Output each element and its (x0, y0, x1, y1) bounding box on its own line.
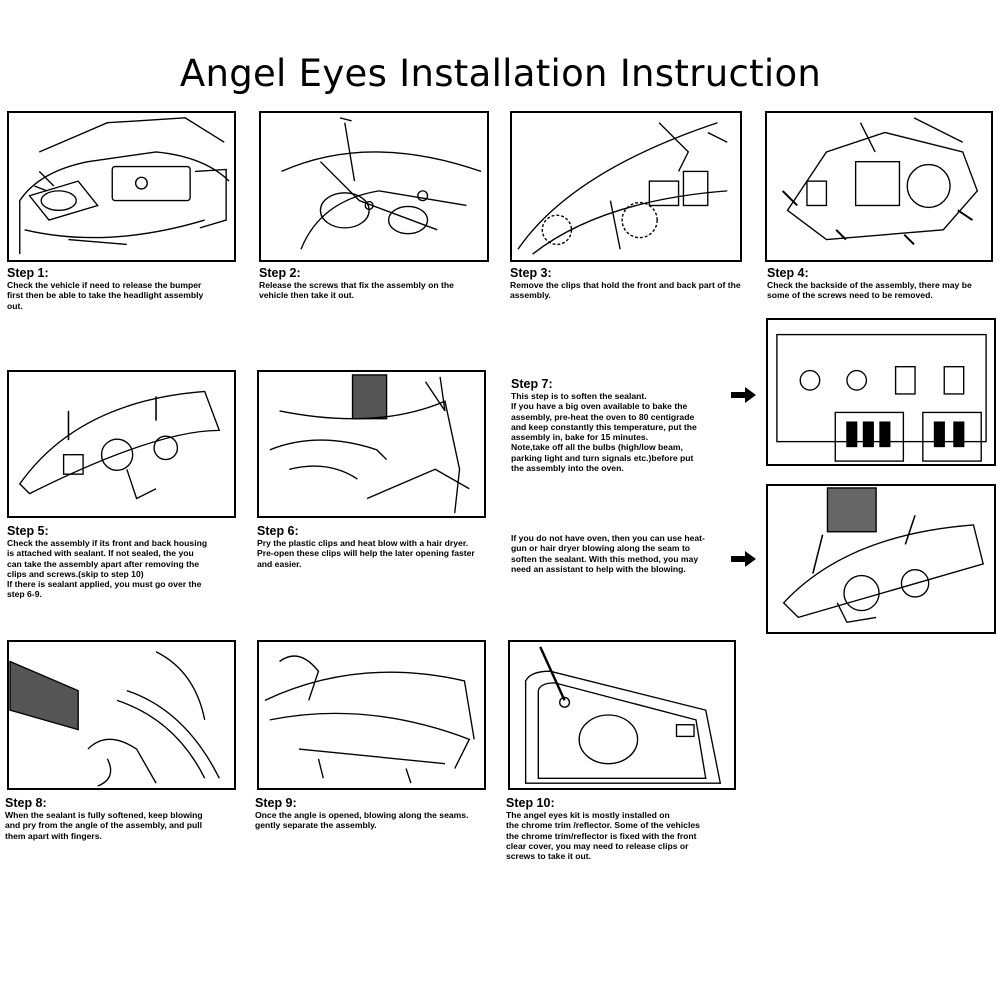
step-label: Step 7: (511, 377, 553, 391)
step-text: Release the screws that fix the assembly… (259, 280, 454, 301)
step-label: Step 5: (7, 524, 49, 538)
step-text: The angel eyes kit is mostly installed o… (506, 810, 700, 862)
step-label: Step 4: (767, 266, 809, 280)
step-label: Step 10: (506, 796, 555, 810)
step-text: When the sealant is fully softened, keep… (5, 810, 203, 841)
step-text: If you do not have oven, then you can us… (511, 533, 705, 574)
step-9: Step 9: Once the angle is opened, blowin… (255, 796, 500, 831)
step-text: Remove the clips that hold the front and… (510, 280, 741, 301)
step-8: Step 8: When the sealant is fully soften… (5, 796, 245, 841)
step7-illustration-heat-gun (766, 484, 996, 634)
step-2: Step 2: Release the screws that fix the … (259, 266, 504, 301)
step-10: Step 10: The angel eyes kit is mostly in… (506, 796, 736, 861)
step-text: Check the backside of the assembly, ther… (767, 280, 972, 301)
step1-illustration-car-front (7, 111, 236, 262)
step-label: Step 6: (257, 524, 299, 538)
step-1: Step 1: Check the vehicle if need to rel… (7, 266, 247, 311)
step-label: Step 8: (5, 796, 47, 810)
step-text: Check the vehicle if need to release the… (7, 280, 204, 311)
step-label: Step 9: (255, 796, 297, 810)
step-4: Step 4: Check the backside of the assemb… (767, 266, 997, 301)
step3-illustration-clips (510, 111, 742, 262)
step5-illustration-housing (7, 370, 236, 518)
arrow-right-icon (731, 385, 757, 410)
step10-illustration-chrome-trim (508, 640, 736, 790)
step-text: Pry the plastic clips and heat blow with… (257, 538, 475, 569)
step-label: Step 2: (259, 266, 301, 280)
step-text: This step is to soften the sealant. If y… (511, 391, 697, 474)
step-5: Step 5: Check the assembly if its front … (7, 524, 247, 600)
step8-illustration-pry (7, 640, 236, 790)
step-6: Step 6: Pry the plastic clips and heat b… (257, 524, 507, 569)
step-3: Step 3: Remove the clips that hold the f… (510, 266, 765, 301)
step2-illustration-screws (259, 111, 489, 262)
step-7: Step 7: This step is to soften the seala… (511, 377, 726, 473)
step7-illustration-bulbs (766, 318, 996, 466)
step-label: Step 3: (510, 266, 552, 280)
step-7-alternative: If you do not have oven, then you can us… (511, 533, 726, 574)
step-label: Step 1: (7, 266, 49, 280)
step9-illustration-separate (257, 640, 486, 790)
step4-illustration-backside (765, 111, 993, 262)
step6-illustration-hair-dryer (257, 370, 486, 518)
step-text: Check the assembly if its front and back… (7, 538, 208, 600)
arrow-right-icon (731, 549, 757, 574)
page-title: Angel Eyes Installation Instruction (179, 52, 822, 95)
step-text: Once the angle is opened, blowing along … (255, 810, 469, 831)
